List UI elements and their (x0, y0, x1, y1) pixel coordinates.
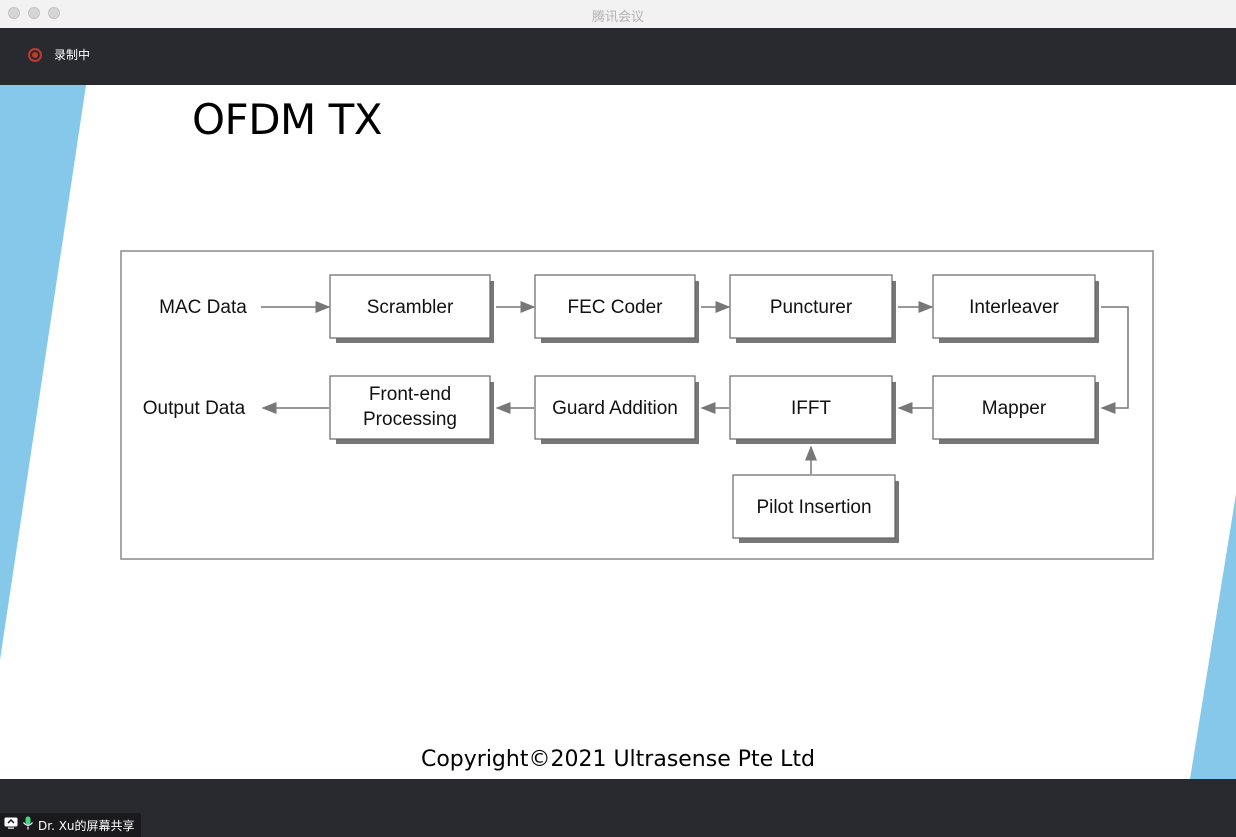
screen-share-icon (4, 816, 18, 834)
scrambler-label: Scrambler (367, 297, 454, 318)
block-front-end-processing: Front-end Processing (329, 375, 494, 444)
front-end-label-line1: Front-end (369, 384, 451, 405)
slide-title: OFDM TX (192, 95, 383, 144)
interleaver-label: Interleaver (969, 297, 1059, 318)
screen-share-indicator[interactable]: Dr. Xu的屏幕共享 (0, 813, 141, 837)
copyright-text: Copyright©2021 Ultrasense Pte Ltd (420, 747, 816, 772)
block-mapper: Mapper (932, 375, 1099, 444)
screen-share-label: Dr. Xu的屏幕共享 (38, 818, 135, 833)
output-data-label: Output Data (143, 398, 246, 419)
ifft-label: IFFT (791, 398, 831, 419)
fec-coder-label: FEC Coder (567, 297, 663, 318)
microphone-icon (22, 816, 34, 835)
slide-decoration-right (1190, 494, 1236, 779)
block-puncturer: Puncturer (729, 274, 896, 343)
block-pilot-insertion: Pilot Insertion (732, 474, 899, 543)
block-ifft: IFFT (729, 375, 896, 444)
meeting-bottom-bar: Dr. Xu的屏幕共享 (0, 779, 1236, 837)
mapper-label: Mapper (982, 398, 1047, 419)
minimize-window-button[interactable] (28, 7, 40, 19)
mac-data-label: MAC Data (159, 297, 247, 318)
record-icon[interactable] (28, 48, 42, 62)
window-title: 腾讯会议 (591, 10, 644, 25)
block-guard-addition: Guard Addition (534, 375, 699, 444)
recording-bar: 录制中 (0, 28, 1236, 85)
puncturer-label: Puncturer (770, 297, 853, 318)
recording-label: 录制中 (54, 48, 91, 62)
close-window-button[interactable] (8, 7, 20, 19)
block-scrambler: Scrambler (329, 274, 494, 343)
zoom-window-button[interactable] (48, 7, 60, 19)
ofdm-tx-block-diagram: Scrambler FEC Coder Puncturer Interleave… (120, 250, 1154, 560)
block-interleaver: Interleaver (932, 274, 1099, 343)
slide-decoration-left (0, 85, 86, 660)
arrow-interleaver-to-mapper (1100, 306, 1129, 414)
window-titlebar: 腾讯会议 (0, 0, 1236, 29)
shared-slide: OFDM TX Scrambler FEC Coder Puncturer (0, 85, 1236, 779)
guard-addition-label: Guard Addition (552, 398, 678, 419)
pilot-insertion-label: Pilot Insertion (756, 497, 871, 518)
front-end-label-line2: Processing (363, 409, 457, 430)
block-fec-coder: FEC Coder (534, 274, 699, 343)
